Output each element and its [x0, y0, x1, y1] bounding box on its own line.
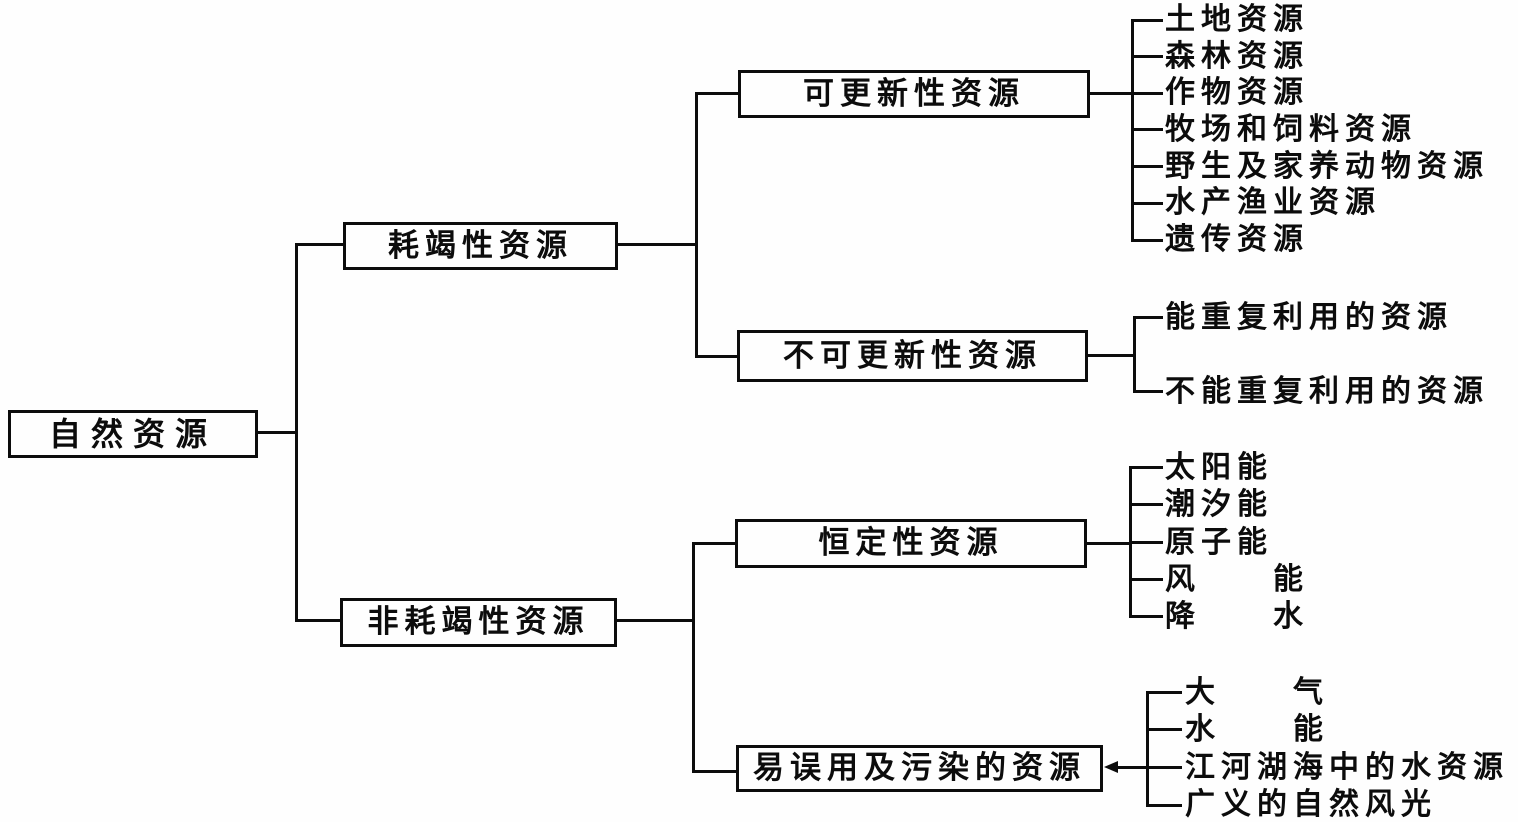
- connector-exhaustible-stub: [618, 243, 698, 246]
- bracket-tick: [1129, 466, 1163, 469]
- leaf-atmosphere: 大 气: [1185, 675, 1329, 710]
- bracket-tick: [1129, 541, 1163, 544]
- connector-root-vertical: [295, 243, 298, 622]
- bracket-tick: [1129, 578, 1163, 581]
- arrow-left-icon: [1104, 761, 1118, 773]
- bracket-tick: [1133, 390, 1163, 393]
- connector-root-stub: [256, 431, 298, 434]
- leaf-broad-natural-scenery: 广义的自然风光: [1185, 787, 1437, 822]
- bracket-tick: [1133, 316, 1163, 319]
- node-renewable-resources: 可更新性资源: [738, 70, 1090, 118]
- leaf-wind-energy: 风 能: [1165, 562, 1309, 597]
- leaf-aquatic-fishery-resources: 水产渔业资源: [1165, 185, 1381, 220]
- bracket-constant-stub: [1087, 542, 1132, 545]
- leaf-genetic-resources: 遗传资源: [1165, 222, 1309, 257]
- bracket-tick: [1131, 202, 1163, 205]
- bracket-non-renewable-stub: [1088, 354, 1136, 357]
- connector-to-misuse-pollution: [692, 770, 736, 773]
- leaf-forest-resources: 森林资源: [1165, 39, 1309, 74]
- connector-non-exhaustible-stub: [617, 619, 695, 622]
- connector-to-exhaustible: [295, 243, 343, 246]
- node-non-exhaustible-resources: 非耗竭性资源: [340, 598, 617, 647]
- leaf-water-energy: 水 能: [1185, 712, 1329, 747]
- leaf-reusable-resources: 能重复利用的资源: [1165, 300, 1453, 335]
- bracket-tick: [1131, 55, 1163, 58]
- bracket-tick: [1131, 92, 1163, 95]
- bracket-non-renewable-vertical: [1133, 316, 1136, 393]
- leaf-non-reusable-resources: 不能重复利用的资源: [1165, 374, 1489, 409]
- bracket-tick: [1146, 691, 1182, 694]
- node-non-renewable-resources: 不可更新性资源: [737, 330, 1088, 382]
- bracket-tick: [1146, 804, 1182, 807]
- bracket-tick: [1129, 503, 1163, 506]
- bracket-tick: [1131, 239, 1163, 242]
- leaf-land-resources: 土地资源: [1165, 2, 1309, 37]
- leaf-pasture-feed-resources: 牧场和饲料资源: [1165, 112, 1417, 147]
- connector-exhaustible-vertical: [695, 92, 698, 358]
- leaf-river-lake-sea-water-resources: 江河湖海中的水资源: [1185, 750, 1509, 785]
- bracket-misuse-vertical: [1146, 691, 1149, 807]
- bracket-tick: [1146, 728, 1182, 731]
- bracket-tick: [1131, 165, 1163, 168]
- bracket-renewable-stub: [1090, 92, 1134, 95]
- node-exhaustible-resources: 耗竭性资源: [343, 222, 618, 270]
- bracket-misuse-stub: [1112, 766, 1149, 769]
- connector-to-non-renewable: [695, 355, 737, 358]
- node-natural-resources: 自然资源: [8, 410, 258, 458]
- node-constant-resources: 恒定性资源: [735, 519, 1087, 568]
- leaf-precipitation: 降 水: [1165, 599, 1309, 634]
- bracket-tick: [1129, 615, 1163, 618]
- leaf-solar-energy: 太阳能: [1165, 450, 1273, 485]
- bracket-tick: [1146, 766, 1182, 769]
- connector-to-constant: [692, 542, 735, 545]
- leaf-crop-resources: 作物资源: [1165, 75, 1309, 110]
- bracket-tick: [1131, 19, 1163, 22]
- connector-non-exhaustible-vertical: [692, 542, 695, 773]
- node-misuse-pollution-resources: 易误用及污染的资源: [736, 745, 1103, 792]
- leaf-atomic-energy: 原子能: [1165, 525, 1273, 560]
- leaf-wild-domestic-animal-resources: 野生及家养动物资源: [1165, 149, 1489, 184]
- bracket-tick: [1131, 128, 1163, 131]
- connector-to-renewable: [695, 92, 738, 95]
- leaf-tidal-energy: 潮汐能: [1165, 487, 1273, 522]
- connector-to-non-exhaustible: [295, 619, 340, 622]
